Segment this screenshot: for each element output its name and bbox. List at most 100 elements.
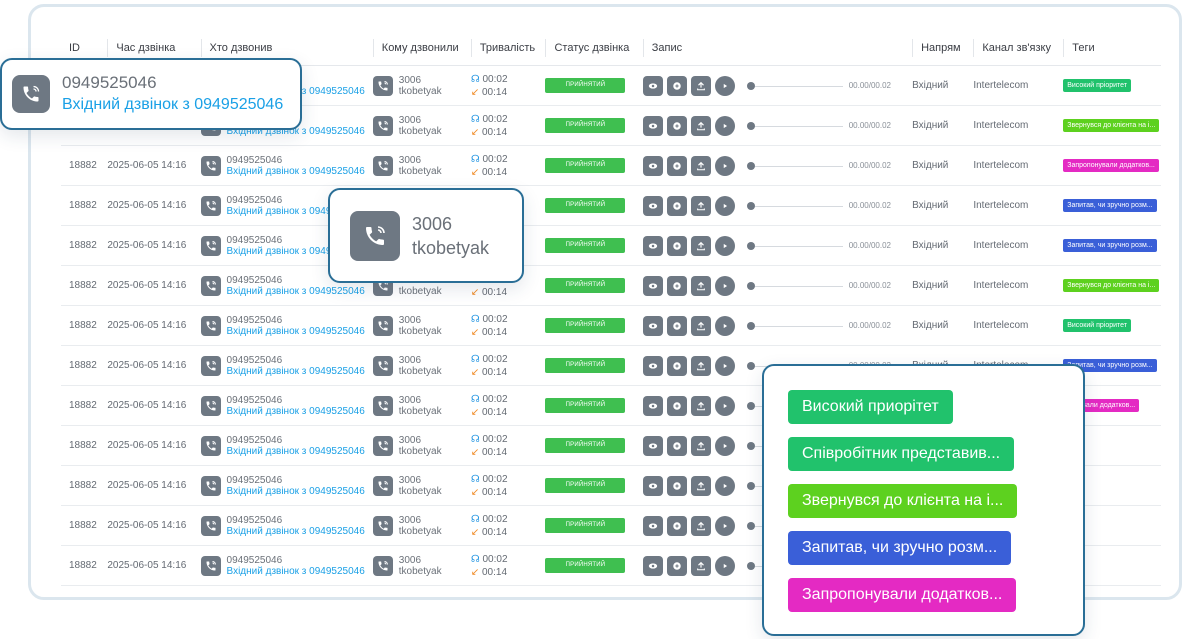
audio-progress-handle[interactable]: [746, 161, 755, 170]
play-icon[interactable]: [714, 395, 735, 416]
audio-progress-handle[interactable]: [746, 201, 755, 210]
play-icon[interactable]: [714, 155, 735, 176]
eye-icon[interactable]: [642, 155, 663, 176]
eye-icon[interactable]: [642, 115, 663, 136]
upload-icon[interactable]: [690, 315, 711, 336]
transcript-icon[interactable]: [666, 155, 687, 176]
transcript-icon[interactable]: [666, 315, 687, 336]
column-separator[interactable]: [372, 39, 374, 57]
play-icon[interactable]: [714, 235, 735, 256]
eye-icon[interactable]: [642, 195, 663, 216]
column-separator[interactable]: [545, 39, 547, 57]
caller-description-link[interactable]: Вхідний дзвінок з 0949525046: [226, 445, 365, 457]
audio-progress-handle[interactable]: [746, 241, 755, 250]
tag-option[interactable]: Співробітник представив...: [788, 437, 1015, 471]
play-icon[interactable]: [714, 555, 735, 576]
caller-description-link[interactable]: Вхідний дзвінок з 0949525046: [226, 245, 365, 257]
transcript-icon[interactable]: [666, 435, 687, 456]
audio-progress-handle[interactable]: [746, 361, 755, 370]
col-agent-header[interactable]: Кому дзвонили: [364, 31, 463, 66]
transcript-icon[interactable]: [666, 275, 687, 296]
audio-progress-handle[interactable]: [746, 121, 755, 130]
caller-description-link[interactable]: Вхідний дзвінок з 0949525046: [226, 285, 365, 297]
upload-icon[interactable]: [690, 275, 711, 296]
eye-icon[interactable]: [642, 75, 663, 96]
eye-icon[interactable]: [642, 475, 663, 496]
play-icon[interactable]: [714, 475, 735, 496]
caller-description-link[interactable]: Вхідний дзвінок з 0949525046: [226, 205, 365, 217]
transcript-icon[interactable]: [666, 475, 687, 496]
eye-icon[interactable]: [642, 555, 663, 576]
tag-badge[interactable]: Звернувся до клієнта на і...: [1063, 119, 1160, 132]
column-separator[interactable]: [200, 39, 202, 57]
eye-icon[interactable]: [642, 315, 663, 336]
play-icon[interactable]: [714, 75, 735, 96]
tag-badge[interactable]: Запитав, чи зручно розм...: [1063, 359, 1157, 372]
transcript-icon[interactable]: [666, 515, 687, 536]
audio-progress-handle[interactable]: [746, 441, 755, 450]
column-separator[interactable]: [470, 39, 472, 57]
audio-progress-handle[interactable]: [746, 561, 755, 570]
eye-icon[interactable]: [642, 235, 663, 256]
column-separator[interactable]: [912, 39, 914, 57]
caller-description-link[interactable]: Вхідний дзвінок з 0949525046: [226, 365, 365, 377]
col-status-header[interactable]: Статус дзвінка: [537, 31, 635, 66]
upload-icon[interactable]: [690, 515, 711, 536]
transcript-icon[interactable]: [666, 395, 687, 416]
tag-option[interactable]: Звернувся до клієнта на і...: [788, 484, 1018, 518]
audio-progress-track[interactable]: [746, 281, 843, 290]
tag-badge[interactable]: Запропонували додатков...: [1063, 159, 1159, 172]
audio-progress-track[interactable]: [746, 121, 843, 130]
upload-icon[interactable]: [690, 195, 711, 216]
eye-icon[interactable]: [642, 355, 663, 376]
eye-icon[interactable]: [642, 395, 663, 416]
tag-option[interactable]: Запитав, чи зручно розм...: [788, 531, 1012, 565]
transcript-icon[interactable]: [666, 115, 687, 136]
column-separator[interactable]: [107, 39, 109, 57]
upload-icon[interactable]: [690, 355, 711, 376]
transcript-icon[interactable]: [666, 195, 687, 216]
audio-progress-handle[interactable]: [746, 81, 755, 90]
audio-progress-track[interactable]: [746, 201, 843, 210]
col-direction-header[interactable]: Напрям: [904, 31, 966, 66]
eye-icon[interactable]: [642, 515, 663, 536]
tag-option[interactable]: Запропонували додатков...: [788, 578, 1017, 612]
tag-badge[interactable]: Запитав, чи зручно розм...: [1063, 239, 1157, 252]
audio-progress-handle[interactable]: [746, 401, 755, 410]
play-icon[interactable]: [714, 315, 735, 336]
tag-badge[interactable]: Звернувся до клієнта на і...: [1063, 279, 1160, 292]
audio-progress-handle[interactable]: [746, 281, 755, 290]
caller-description-link[interactable]: Вхідний дзвінок з 0949525046: [226, 525, 365, 537]
caller-description-link[interactable]: Вхідний дзвінок з 0949525046: [226, 325, 365, 337]
column-separator[interactable]: [973, 39, 975, 57]
audio-progress-handle[interactable]: [746, 321, 755, 330]
upload-icon[interactable]: [690, 155, 711, 176]
upload-icon[interactable]: [690, 475, 711, 496]
audio-progress-track[interactable]: [746, 81, 843, 90]
audio-progress-handle[interactable]: [746, 481, 755, 490]
upload-icon[interactable]: [690, 235, 711, 256]
play-icon[interactable]: [714, 195, 735, 216]
audio-progress-handle[interactable]: [746, 521, 755, 530]
transcript-icon[interactable]: [666, 555, 687, 576]
caller-description-link[interactable]: Вхідний дзвінок з 0949525046: [226, 565, 365, 577]
upload-icon[interactable]: [690, 75, 711, 96]
tag-badge[interactable]: Високий пріоритет: [1063, 319, 1132, 332]
caller-popup-description[interactable]: Вхідний дзвінок з 0949525046: [62, 96, 284, 113]
upload-icon[interactable]: [690, 395, 711, 416]
tag-badge[interactable]: Запитав, чи зручно розм...: [1063, 199, 1157, 212]
column-separator[interactable]: [1063, 39, 1065, 57]
col-channel-header[interactable]: Канал зв'язку: [965, 31, 1056, 66]
eye-icon[interactable]: [642, 435, 663, 456]
transcript-icon[interactable]: [666, 355, 687, 376]
upload-icon[interactable]: [690, 435, 711, 456]
col-record-header[interactable]: Запис: [634, 31, 905, 66]
play-icon[interactable]: [714, 515, 735, 536]
col-duration-header[interactable]: Тривалість: [462, 31, 538, 66]
audio-progress-track[interactable]: [746, 241, 843, 250]
